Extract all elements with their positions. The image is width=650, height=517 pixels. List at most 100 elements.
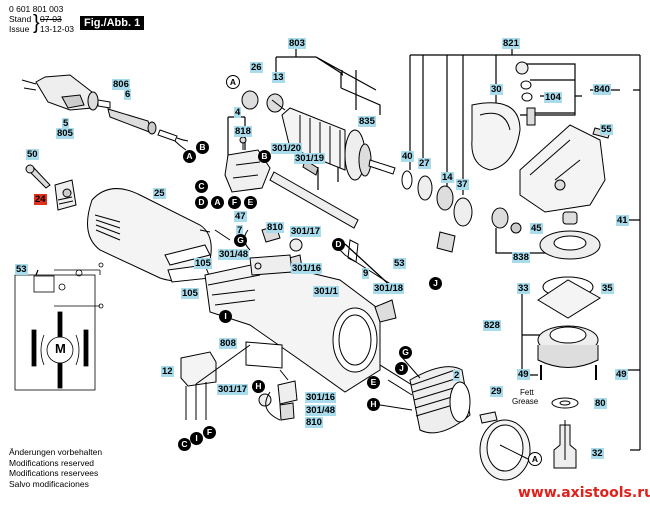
part-label-803: 803 xyxy=(288,38,306,49)
part-label-2: 2 xyxy=(453,370,461,381)
part-label-301-48-top: 301/48 xyxy=(218,249,250,260)
lower-brush-holder xyxy=(258,369,298,421)
power-plug xyxy=(21,74,111,111)
part-label-29: 29 xyxy=(490,386,503,397)
part-label-838: 838 xyxy=(512,252,530,263)
part-label-840: 840 xyxy=(593,84,611,95)
figure-label: Fig./Abb. 1 xyxy=(80,16,145,30)
note-de: Änderungen vorbehalten xyxy=(9,447,103,457)
field-coil xyxy=(379,354,471,434)
connector-e-field: E xyxy=(367,376,380,389)
connector-j-rod: J xyxy=(429,277,442,290)
part-label-301-19: 301/19 xyxy=(294,153,326,164)
part-label-105-upper: 105 xyxy=(194,258,212,269)
part-label-105-lower: 105 xyxy=(181,288,199,299)
wiring-diagram xyxy=(14,262,104,391)
connector-d: D xyxy=(195,196,208,209)
modification-notes: Änderungen vorbehalten Modifications res… xyxy=(9,447,102,489)
connector-b: B xyxy=(196,141,209,154)
part-label-40: 40 xyxy=(401,151,414,162)
part-label-9: 9 xyxy=(362,268,370,279)
connector-c: C xyxy=(195,180,208,193)
part-label-301-20: 301/20 xyxy=(271,143,303,154)
spindle-parts xyxy=(551,397,579,469)
connector-f-capacitor: F xyxy=(203,426,216,439)
part-label-301-17-bottom: 301/17 xyxy=(217,384,249,395)
connector-f: F xyxy=(228,196,241,209)
note-es: Salvo modificaciones xyxy=(9,478,89,489)
brace: } xyxy=(33,12,40,34)
part-label-25: 25 xyxy=(153,188,166,199)
part-label-301-17-top: 301/17 xyxy=(290,226,322,237)
part-label-41: 41 xyxy=(616,215,629,226)
part-label-7: 7 xyxy=(236,225,244,236)
note-en: Modifications reserved xyxy=(9,457,95,468)
part-label-47: 47 xyxy=(234,211,247,222)
stand-value: 07-03 xyxy=(40,14,62,24)
motor-symbol: M xyxy=(55,341,66,356)
part-label-27: 27 xyxy=(418,158,431,169)
connector-b-brush: B xyxy=(258,150,271,163)
issue-value: 13-12-03 xyxy=(40,24,75,34)
part-label-14: 14 xyxy=(441,172,454,183)
watermark-url: www.axistools.ru xyxy=(518,485,650,501)
connector-i-capacitor: I xyxy=(190,432,203,445)
bevel-gears xyxy=(491,207,601,260)
grease-note-grease: Grease xyxy=(512,397,539,406)
part-label-50: 50 xyxy=(26,149,39,160)
label-plate-and-capacitor xyxy=(180,341,283,420)
part-label-301-16-bottom: 301/16 xyxy=(305,392,337,403)
part-label-53-wiring: 53 xyxy=(15,264,28,275)
part-label-45: 45 xyxy=(530,223,543,234)
connector-a: A xyxy=(183,150,196,163)
connector-c-capacitor: C xyxy=(178,438,191,451)
part-label-55: 55 xyxy=(600,124,613,135)
part-label-13: 13 xyxy=(272,72,285,83)
part-label-301-1: 301/1 xyxy=(313,286,339,297)
part-label-30: 30 xyxy=(490,84,503,95)
part-label-32: 32 xyxy=(591,448,604,459)
part-label-808: 808 xyxy=(219,338,237,349)
connector-g-field: G xyxy=(399,346,412,359)
connector-e: E xyxy=(244,196,257,209)
part-label-821: 821 xyxy=(502,38,520,49)
part-label-806: 806 xyxy=(112,79,130,90)
rings-bearings xyxy=(401,170,473,253)
connector-i: I xyxy=(219,310,232,323)
rods xyxy=(199,229,401,291)
brush-and-spring xyxy=(244,225,303,276)
grease-note-fett: Fett xyxy=(520,388,534,397)
connector-g: G xyxy=(234,234,247,247)
connector-a-open: A xyxy=(226,75,240,89)
part-label-80: 80 xyxy=(594,398,607,409)
part-label-805: 805 xyxy=(56,128,74,139)
part-label-26: 26 xyxy=(250,62,263,73)
part-label-828: 828 xyxy=(483,320,501,331)
connector-h-field: H xyxy=(367,398,380,411)
part-label-818: 818 xyxy=(234,126,252,137)
note-fr: Modifications reservees xyxy=(9,468,99,478)
connector-j-field: J xyxy=(395,362,408,375)
part-label-301-48-bottom: 301/48 xyxy=(305,405,337,416)
air-guide-ring xyxy=(479,411,531,481)
part-label-53-rod: 53 xyxy=(393,258,406,269)
part-label-301-18: 301/18 xyxy=(373,283,405,294)
part-label-49-right: 49 xyxy=(615,369,628,380)
part-label-5: 5 xyxy=(62,118,70,129)
part-label-12: 12 xyxy=(161,366,174,377)
bearing-flange xyxy=(537,276,601,380)
part-number: 0 601 801 003 xyxy=(9,4,64,14)
part-label-33: 33 xyxy=(517,283,530,294)
part-label-810-bottom: 810 xyxy=(305,417,323,428)
part-label-35: 35 xyxy=(601,283,614,294)
part-label-37: 37 xyxy=(456,179,469,190)
part-label-301-16-top: 301/16 xyxy=(291,263,323,274)
part-label-6: 6 xyxy=(124,89,132,100)
spindle-guard xyxy=(471,102,521,171)
connector-h: H xyxy=(252,380,265,393)
brush-holder-assembly xyxy=(224,136,271,193)
screw-and-clamp xyxy=(25,164,77,211)
motor-housing-cover xyxy=(87,188,212,283)
issue-label: Issue xyxy=(9,24,30,34)
